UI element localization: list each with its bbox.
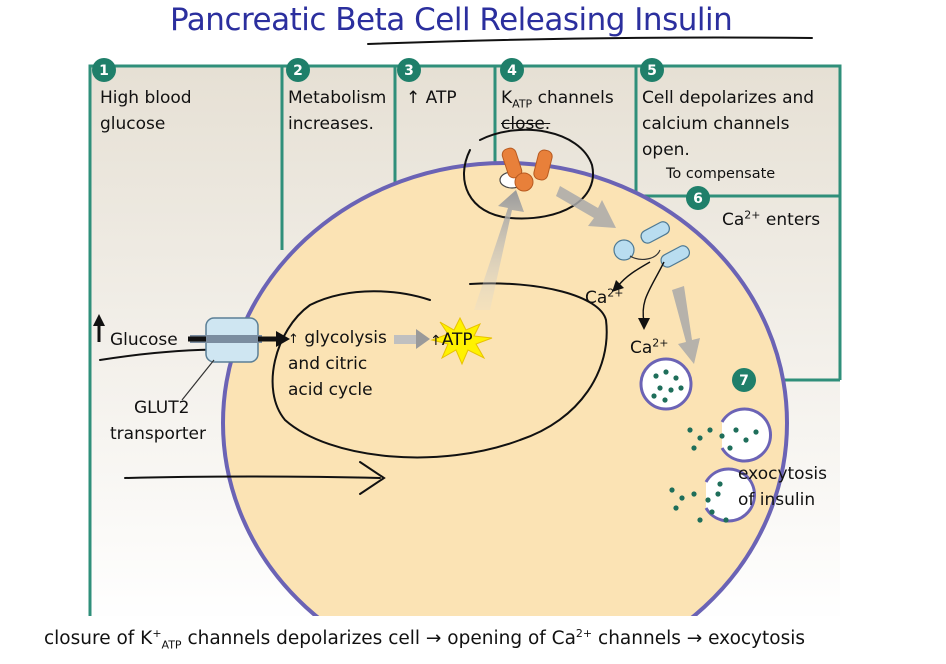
step-5-line-1: Cell depolarizes and [642,88,815,108]
step-4-line-2: close. [501,114,551,134]
exocytosis-line-2: of insulin [738,490,816,510]
glycolysis-up-icon: ↑ [288,332,299,347]
step-6-enters: enters [760,210,821,230]
channel-to-ca-arrow [556,186,616,228]
pen-arrow-line [124,475,381,479]
step-4-k-sub: ATP [512,97,533,111]
step-4-k: K [501,88,513,108]
caption-k-sup: + [152,626,162,640]
glucose-arrow [188,331,290,347]
step-6-label: Ca2+ enters [722,208,820,233]
glucose-up-icon [93,314,105,342]
page-title: Pancreatic Beta Cell Releasing Insulin [170,2,733,38]
fusing-vesicle-1 [687,407,772,463]
step-badges [92,58,756,392]
caption-ca-sup: 2+ [575,626,593,640]
ca-2-text: Ca [630,338,653,358]
ca-1-text: Ca [585,288,608,308]
step-2-number: 2 [293,63,303,79]
step-6-number: 6 [693,191,703,207]
pen-underline [367,36,813,45]
pen-arrow-head [359,461,386,495]
atp-burst-up-icon: ↑ [430,333,442,349]
ca-2-sup: 2+ [652,336,669,350]
atp-label: ↑ATP [430,328,473,354]
atp-burst [430,316,493,366]
glut2-label-line-1: GLUT2 [134,398,190,418]
ca-label-1: Ca2+ [585,286,624,311]
exocytosis-line-1: exocytosis [738,464,828,484]
calcium-channel [613,221,691,268]
step-panel-frames [88,64,842,626]
calcium-influx-arrows [612,261,665,330]
caption-band [0,616,946,664]
ca-1-sup: 2+ [607,286,624,300]
glycolysis-line-2: and citric [288,354,368,374]
step-5-number: 5 [647,63,657,79]
pen-loop [271,282,608,459]
caption-part-2: channels depolarizes cell → opening of C… [181,628,576,649]
step-1-line-1: High blood [100,88,192,108]
step-4-number: 4 [507,63,517,79]
glycolysis-to-atp-arrow [394,329,430,349]
glycolysis-line-3: acid cycle [288,380,373,400]
step-4-channels: channels [532,88,614,108]
step-6-note: To compensate [666,166,776,182]
glycolysis-text: glycolysis [304,328,387,348]
caption-k-sub: ATP [161,638,182,652]
step-7-number: 7 [739,373,749,389]
step-3-number: 3 [404,63,414,79]
step-3-atp: ATP [425,88,457,108]
katp-channel [499,147,553,192]
fusing-vesicle-2 [669,467,756,523]
atp-to-channel-arrow [474,190,524,310]
step-1-line-2: glucose [100,114,166,134]
atp-up-icon: ↑ [406,88,421,108]
insulin-vesicle [639,357,693,411]
step-4-line-1: KATP channels [501,86,614,111]
glycolysis-line-1: ↑ glycolysis [288,326,387,352]
step-3-label: ↑ ATP [406,86,457,111]
step-1-number: 1 [99,63,109,79]
step-6-ca: Ca [722,210,745,230]
caption-part-3: channels → exocytosis [592,628,805,649]
glucose-label: Glucose [110,330,178,350]
bottom-caption: closure of K+ATP channels depolarizes ce… [44,626,805,652]
caption-part-1: closure of K [44,628,153,649]
step-2-line-2: increases. [288,114,374,134]
step-5-line-2: calcium channels [642,114,790,134]
step-6-ca-sup: 2+ [744,208,761,222]
ca-label-2: Ca2+ [630,336,669,361]
ca-to-vesicle-arrow [672,286,700,364]
atp-text: ATP [441,330,473,350]
step-2-line-1: Metabolism [288,88,387,108]
step-5-line-3: open. [642,140,690,160]
glut2-label-line-2: transporter [110,424,206,444]
